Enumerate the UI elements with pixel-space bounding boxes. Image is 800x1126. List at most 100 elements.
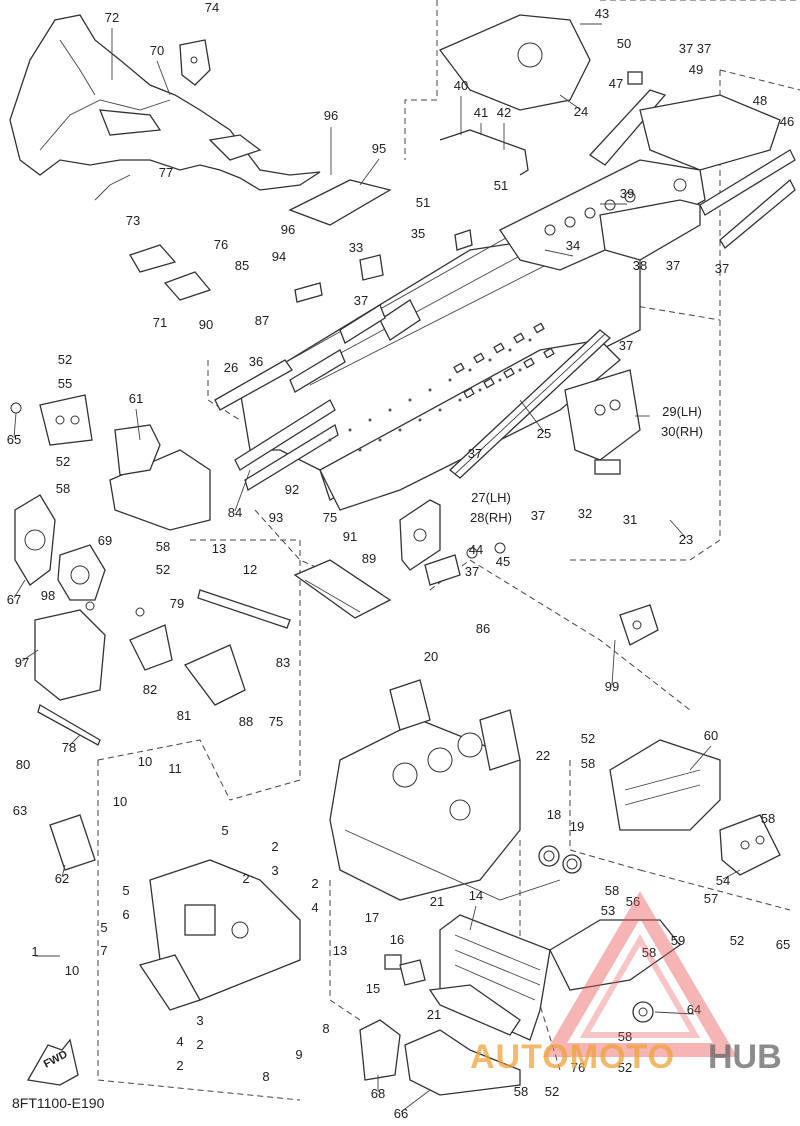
callout-48: 48 bbox=[753, 93, 767, 108]
plates-95-33-35 bbox=[288, 179, 473, 303]
callout-84: 84 bbox=[228, 505, 242, 520]
callout-10: 10 bbox=[65, 963, 79, 978]
callout-77: 77 bbox=[159, 165, 173, 180]
callout-3: 3 bbox=[271, 863, 278, 878]
callout-45: 45 bbox=[496, 554, 510, 569]
callout-14: 14 bbox=[469, 888, 483, 903]
callout-76: 76 bbox=[214, 237, 228, 252]
callout-82: 82 bbox=[143, 682, 157, 697]
callout-52: 52 bbox=[56, 454, 70, 469]
diagram-code-label: 8FT1100-E190 bbox=[12, 1095, 105, 1111]
callout-30rh: 30(RH) bbox=[661, 424, 703, 439]
callout-58: 58 bbox=[581, 756, 595, 771]
bracket-74 bbox=[179, 39, 211, 86]
callout-37: 37 bbox=[715, 261, 729, 276]
callout-72: 72 bbox=[105, 10, 119, 25]
callout-28rh: 28(RH) bbox=[470, 510, 512, 525]
callout-74: 74 bbox=[205, 0, 219, 15]
callout-44: 44 bbox=[469, 542, 483, 557]
callout-47: 47 bbox=[609, 76, 623, 91]
automotohub-watermark: AUTOMOTO HUB bbox=[470, 891, 782, 1076]
callout-24: 24 bbox=[574, 104, 588, 119]
callout-80: 80 bbox=[16, 757, 30, 772]
callout-57: 57 bbox=[704, 891, 718, 906]
callout-26: 26 bbox=[224, 360, 238, 375]
callout-2: 2 bbox=[242, 871, 249, 886]
callout-17: 17 bbox=[365, 910, 379, 925]
bracket-27-28 bbox=[399, 499, 506, 586]
callout-37: 37 bbox=[679, 41, 693, 56]
callout-36: 36 bbox=[249, 354, 263, 369]
callout-16: 16 bbox=[390, 932, 404, 947]
callout-2: 2 bbox=[271, 839, 278, 854]
callout-18: 18 bbox=[547, 807, 561, 822]
callout-5: 5 bbox=[100, 920, 107, 935]
callout-52: 52 bbox=[545, 1084, 559, 1099]
callout-37: 37 bbox=[354, 293, 368, 308]
heat-exchanger-25 bbox=[449, 329, 611, 479]
callout-2: 2 bbox=[311, 876, 318, 891]
callout-37: 37 bbox=[531, 508, 545, 523]
callout-86: 86 bbox=[476, 621, 490, 636]
lower-parts-15-17-66-68 bbox=[359, 954, 521, 1096]
callout-5: 5 bbox=[122, 883, 129, 898]
callout-37: 37 bbox=[666, 258, 680, 273]
callout-2: 2 bbox=[176, 1058, 183, 1073]
callout-10: 10 bbox=[138, 754, 152, 769]
front-nose-panel bbox=[9, 14, 321, 201]
front-bulkhead bbox=[329, 679, 561, 901]
callout-87: 87 bbox=[255, 313, 269, 328]
callout-33: 33 bbox=[349, 240, 363, 255]
watermark-brand-first: AUTOMOTO bbox=[470, 1038, 675, 1076]
callout-52: 52 bbox=[156, 562, 170, 577]
callout-55: 55 bbox=[58, 376, 72, 391]
callout-92: 92 bbox=[285, 482, 299, 497]
callout-10: 10 bbox=[113, 794, 127, 809]
callout-78: 78 bbox=[62, 740, 76, 755]
callout-23: 23 bbox=[679, 532, 693, 547]
callout-73: 73 bbox=[126, 213, 140, 228]
callout-13: 13 bbox=[212, 541, 226, 556]
callout-70: 70 bbox=[150, 43, 164, 58]
callout-93: 93 bbox=[269, 510, 283, 525]
callout-20: 20 bbox=[424, 649, 438, 664]
callout-69: 69 bbox=[98, 533, 112, 548]
pads-71-73 bbox=[129, 244, 212, 301]
callout-5: 5 bbox=[221, 823, 228, 838]
callout-94: 94 bbox=[272, 249, 286, 264]
callout-37: 37 bbox=[619, 338, 633, 353]
callout-58: 58 bbox=[605, 883, 619, 898]
diamond-vents bbox=[453, 322, 555, 399]
callout-99: 99 bbox=[605, 679, 619, 694]
plate-54 bbox=[719, 814, 781, 876]
callout-66: 66 bbox=[394, 1106, 408, 1121]
callout-9: 9 bbox=[295, 1047, 302, 1062]
callout-4: 4 bbox=[176, 1034, 183, 1049]
callout-34: 34 bbox=[566, 238, 580, 253]
callout-41: 41 bbox=[474, 105, 488, 120]
callout-60: 60 bbox=[704, 728, 718, 743]
callout-21: 21 bbox=[430, 894, 444, 909]
callout-1: 1 bbox=[31, 944, 38, 959]
callout-46: 46 bbox=[780, 114, 794, 129]
callout-40: 40 bbox=[454, 78, 468, 93]
callout-71: 71 bbox=[153, 315, 167, 330]
callout-25: 25 bbox=[537, 426, 551, 441]
callout-6: 6 bbox=[122, 907, 129, 922]
watermark-brand-second: HUB bbox=[708, 1038, 782, 1076]
callout-51: 51 bbox=[494, 178, 508, 193]
guards-67-69-97 bbox=[14, 494, 106, 746]
callout-49: 49 bbox=[689, 62, 703, 77]
callout-3: 3 bbox=[196, 1013, 203, 1028]
callout-51: 51 bbox=[416, 195, 430, 210]
callout-89: 89 bbox=[362, 551, 376, 566]
callout-98: 98 bbox=[41, 588, 55, 603]
callout-64: 64 bbox=[687, 1002, 701, 1017]
callout-37: 37 bbox=[468, 446, 482, 461]
callout-52: 52 bbox=[581, 731, 595, 746]
callout-83: 83 bbox=[276, 655, 290, 670]
front-suspension-frame bbox=[49, 814, 301, 1011]
callout-8: 8 bbox=[322, 1021, 329, 1036]
callout-81: 81 bbox=[177, 708, 191, 723]
